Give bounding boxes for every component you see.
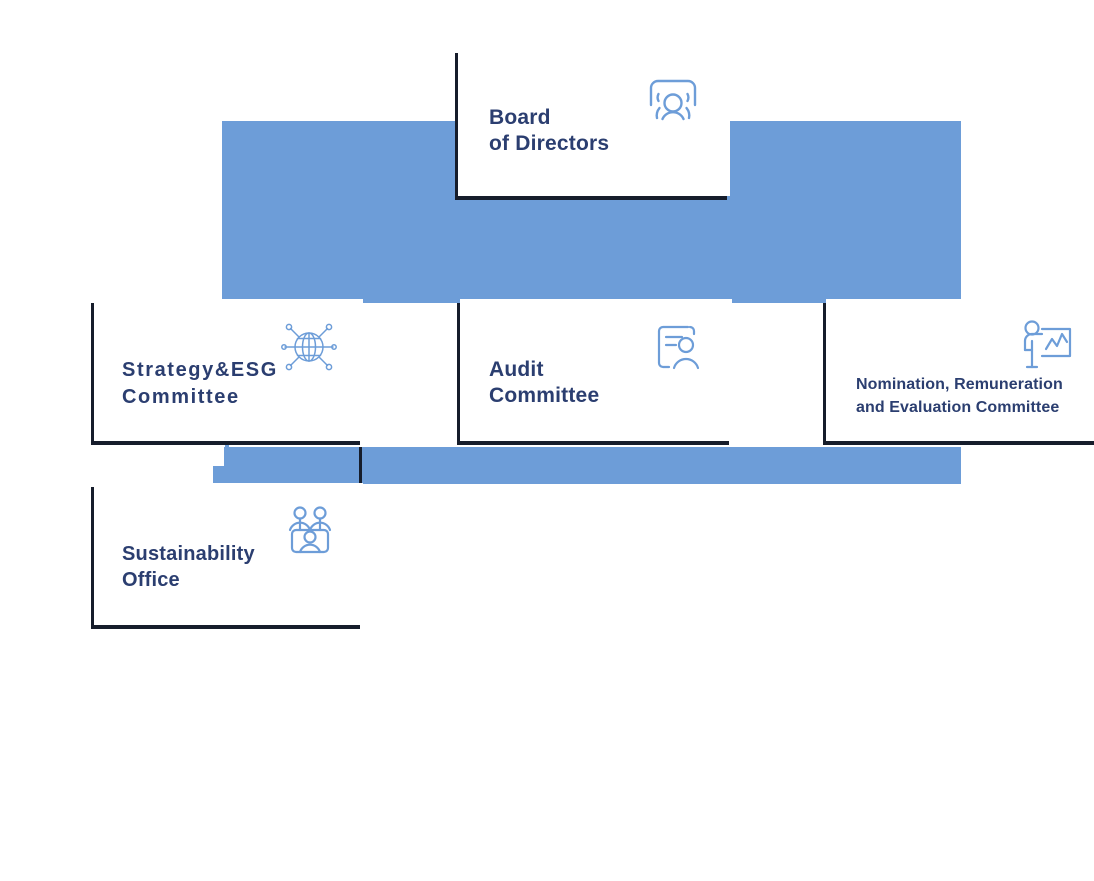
node-strategy-esg-committee[interactable]: Strategy&ESG Committee: [91, 299, 363, 445]
card-face: [458, 49, 730, 196]
connector-plate-step: [213, 466, 237, 484]
card-content: Strategy&ESG Committee: [94, 299, 363, 441]
node-label: Board of Directors: [489, 106, 610, 155]
globe-network-icon: [281, 319, 337, 375]
node-nomination-remuneration-evaluation-committee[interactable]: Nomination, Remuneration and Evaluation …: [823, 299, 1094, 445]
card-content: Board of Directors: [458, 49, 730, 196]
node-audit-committee[interactable]: Audit Committee: [457, 299, 732, 445]
card-face: [94, 299, 363, 441]
node-label: Strategy&ESG Committee: [122, 359, 278, 408]
team-table-icon: [284, 505, 336, 557]
card-face: [826, 299, 1094, 441]
card-content: Nomination, Remuneration and Evaluation …: [826, 299, 1094, 441]
node-board-of-directors[interactable]: Board of Directors: [455, 49, 730, 200]
card-content: Audit Committee: [460, 299, 732, 441]
card-face: [460, 299, 732, 441]
node-label: Sustainability Office: [122, 543, 255, 591]
presenter-chart-icon: [1019, 319, 1073, 371]
connector-line-to-sustainability-office: [359, 447, 362, 492]
node-label: Nomination, Remuneration and Evaluation …: [856, 376, 1063, 416]
group-of-people-icon: [644, 75, 702, 127]
card-content: Sustainability Office: [94, 483, 363, 625]
connector-plate-band: [224, 447, 961, 484]
node-sustainability-office[interactable]: Sustainability Office: [91, 483, 363, 629]
connector-stub-board-to-audit: [593, 192, 597, 208]
document-person-icon: [654, 322, 704, 372]
node-label: Audit Committee: [489, 358, 600, 407]
